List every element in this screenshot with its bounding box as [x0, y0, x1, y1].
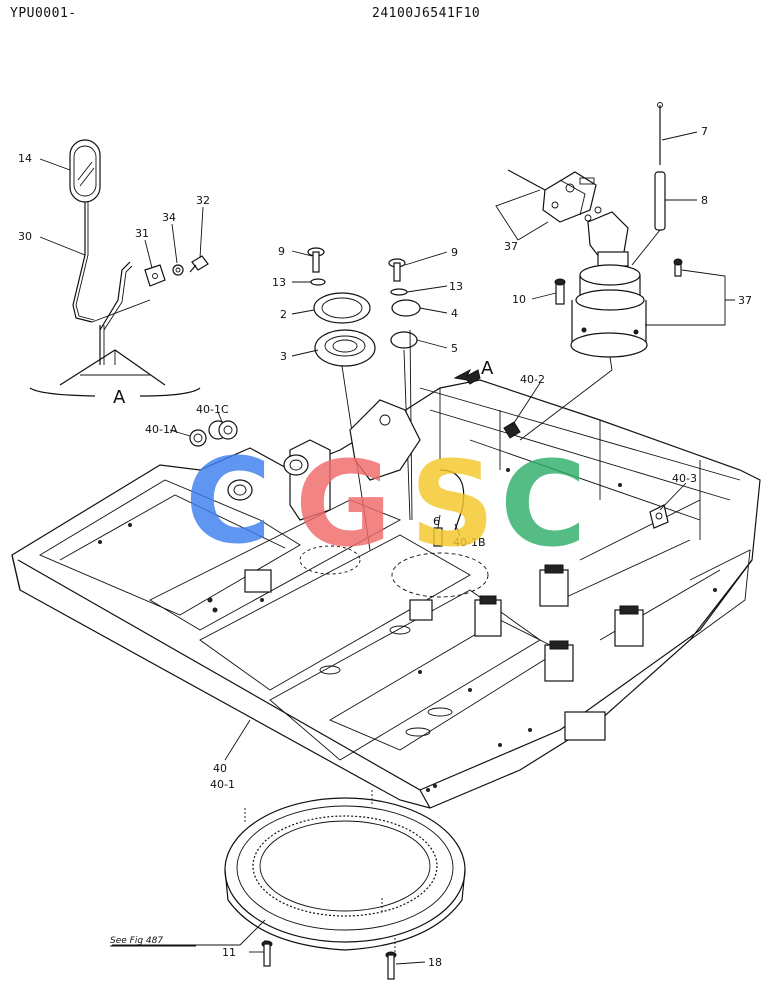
washer-part-13-left[interactable]: [310, 278, 326, 286]
callout-40-1C: 40-1C: [196, 403, 229, 416]
plate-part-3[interactable]: [314, 329, 376, 367]
rod-part-7[interactable]: [657, 102, 663, 166]
detail-view-label: A: [113, 387, 126, 408]
detail-view-a: A: [29, 139, 209, 408]
callout-14: 14: [18, 152, 32, 165]
callout-13-left: 13: [272, 276, 286, 289]
bushing-part-40-1C[interactable]: [208, 420, 238, 440]
plate-part-2[interactable]: [313, 292, 371, 324]
callout-4: 4: [451, 307, 458, 320]
callout-37-right: 37: [738, 294, 752, 307]
swivel-joint-body[interactable]: [570, 211, 648, 358]
callout-30: 30: [18, 230, 32, 243]
callout-9-left: 9: [278, 245, 285, 258]
bolt-part-37-right[interactable]: [673, 258, 683, 277]
lug-part-40-2[interactable]: [503, 421, 521, 439]
cover-part-5[interactable]: [390, 331, 418, 349]
callout-40-3: 40-3: [672, 472, 697, 485]
callout-37-left: 37: [504, 240, 518, 253]
callout-40: 40: [213, 762, 227, 775]
callout-13-right: 13: [449, 280, 463, 293]
revolving-frame-part-40[interactable]: [11, 379, 761, 809]
view-direction-arrow: A: [453, 358, 494, 385]
watermark-letter-3: S: [410, 435, 495, 573]
leader-lines: [39, 131, 735, 965]
plate-part-40-1B[interactable]: [439, 469, 465, 531]
callout-7: 7: [701, 125, 708, 138]
arrow-view-label: A: [481, 358, 494, 379]
bolt-part-9-left[interactable]: [307, 247, 325, 273]
callout-labels: 14 30 31 34 32 9 13 2 3 9 13 4 5 7 8 37 …: [18, 125, 752, 969]
watermark-logo: C G S C: [185, 432, 587, 573]
callout-6: 6: [433, 515, 440, 528]
washer-part-34[interactable]: [172, 264, 184, 276]
watermark-letter-4: C: [500, 435, 587, 573]
bolt-part-9-right[interactable]: [388, 258, 406, 282]
callout-40-1A: 40-1A: [145, 423, 178, 436]
cover-part-4[interactable]: [391, 299, 421, 317]
bolt-part-10[interactable]: [554, 278, 566, 305]
callout-3: 3: [280, 350, 287, 363]
callout-2: 2: [280, 308, 287, 321]
mirror-stay-part-30[interactable]: [72, 202, 93, 323]
reference-note: See Fig 487: [110, 936, 163, 946]
bolt-part-32[interactable]: [189, 255, 209, 273]
callout-40-1: 40-1: [210, 778, 235, 791]
callout-40-2: 40-2: [520, 373, 545, 386]
callout-8: 8: [701, 194, 708, 207]
callout-31: 31: [135, 227, 149, 240]
callout-9-right: 9: [451, 246, 458, 259]
callout-11: 11: [222, 946, 236, 959]
callout-18: 18: [428, 956, 442, 969]
callout-40-1B: 40-1B: [453, 536, 486, 549]
callout-10: 10: [512, 293, 526, 306]
bolt-part-18[interactable]: [385, 951, 397, 980]
drawing-number: 24100J6541F10: [372, 6, 481, 21]
callout-34: 34: [162, 211, 176, 224]
bushing-part-40-1A[interactable]: [189, 429, 207, 447]
callout-32: 32: [196, 194, 210, 207]
sheet-code: YPU0001-: [10, 6, 77, 21]
swing-bearing-ring[interactable]: [224, 790, 466, 955]
lug-part-40-3[interactable]: [649, 504, 669, 529]
upper-center-parts: [307, 247, 421, 551]
bolt-part-11[interactable]: [261, 940, 273, 967]
watermark-letter-1: C: [185, 432, 272, 570]
watermark-letter-2: G: [295, 435, 392, 573]
pin-part-8[interactable]: [654, 171, 666, 231]
valve-part-37[interactable]: [507, 169, 602, 223]
mirror-part-14[interactable]: [69, 139, 101, 203]
swivel-joint-assembly: [507, 102, 683, 441]
bracket-part-31[interactable]: [144, 264, 166, 287]
washer-part-13-right[interactable]: [390, 288, 408, 296]
callout-5: 5: [451, 342, 458, 355]
